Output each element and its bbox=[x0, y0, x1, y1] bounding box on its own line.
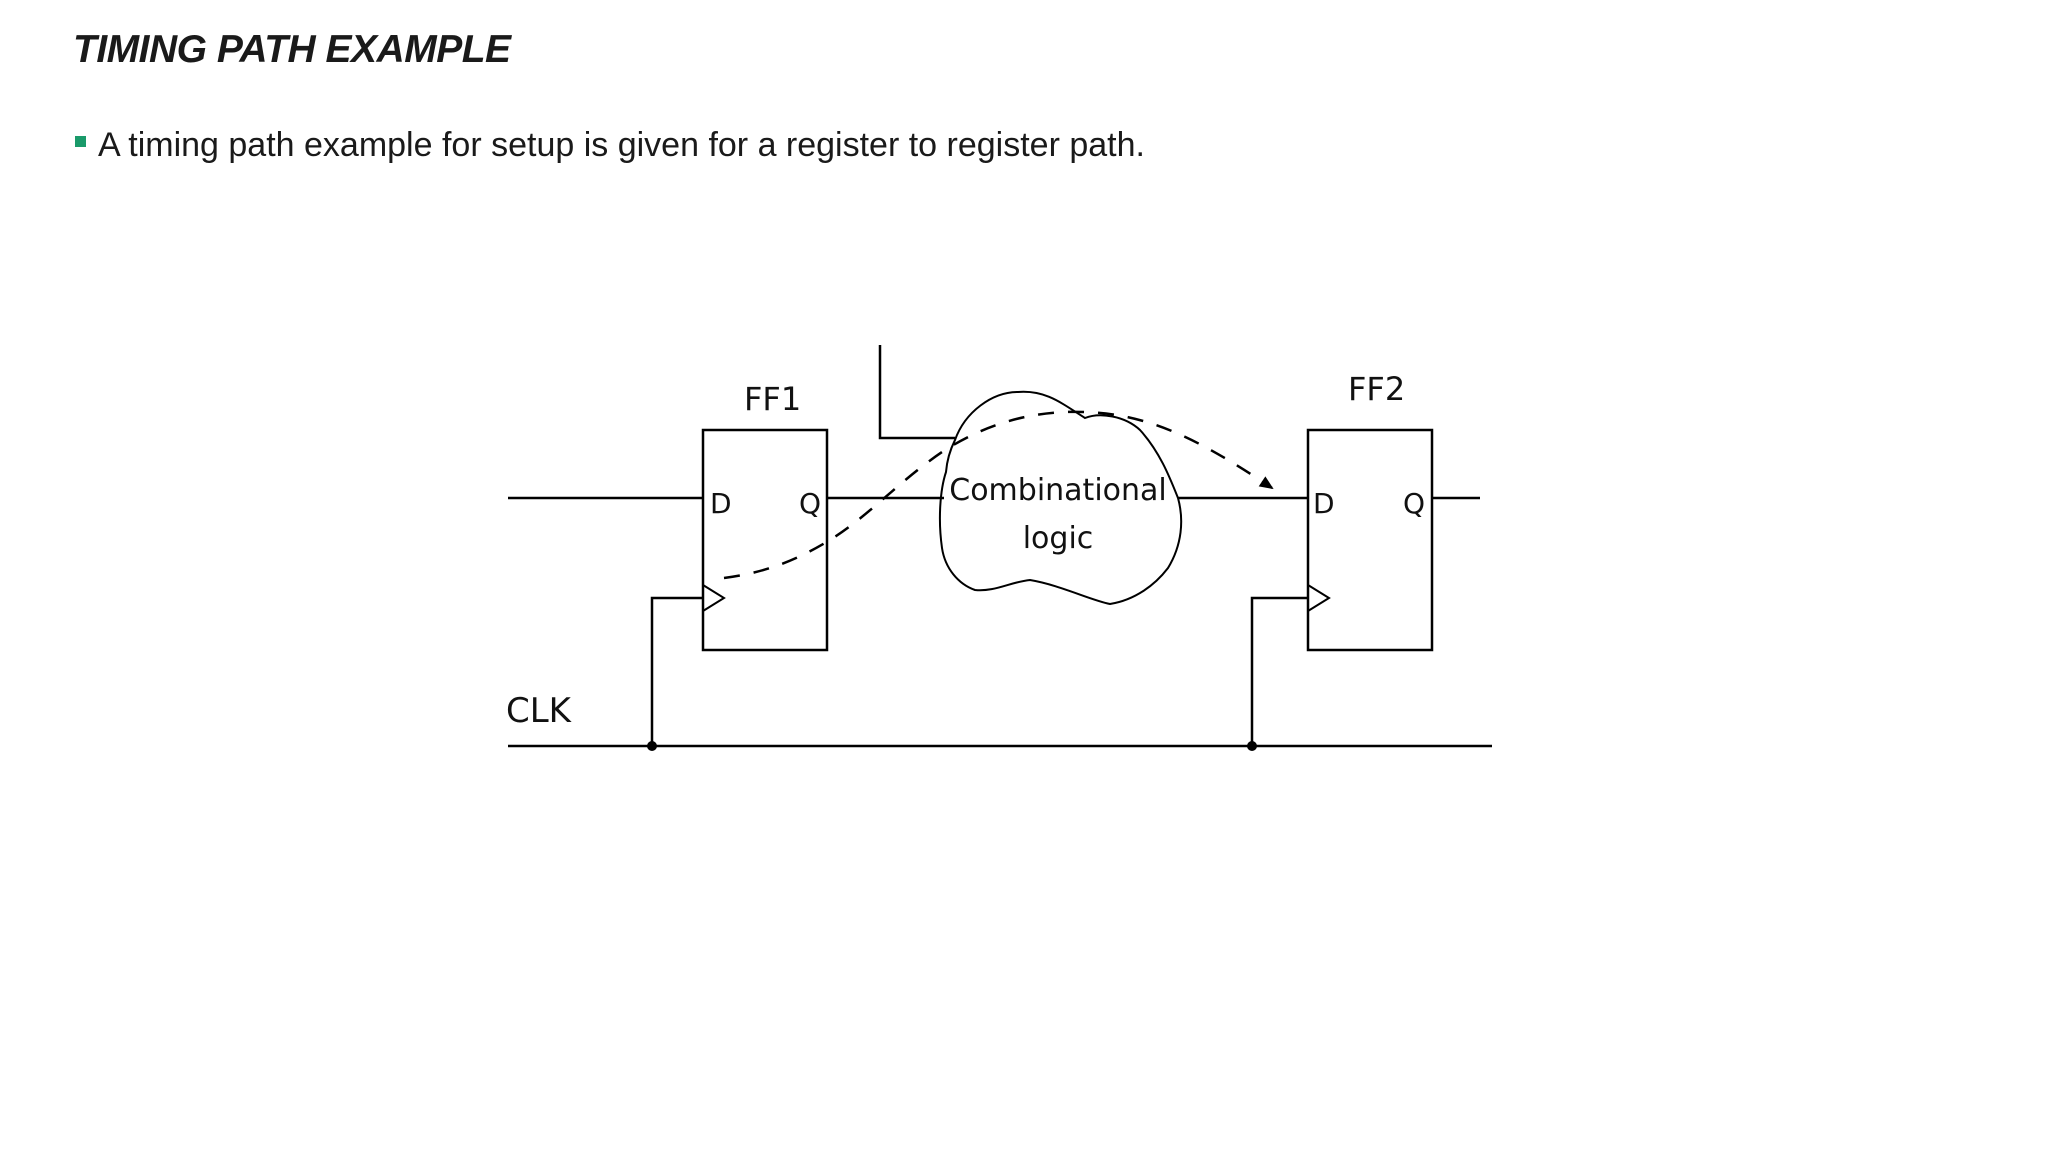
logic-label-line2: logic bbox=[1023, 521, 1094, 556]
ff2-box bbox=[1306, 428, 1434, 652]
timing-path-dashed-arrow bbox=[723, 410, 1274, 580]
clock-label: CLK bbox=[506, 691, 573, 731]
bullet-text: A timing path example for setup is given… bbox=[98, 126, 1145, 164]
ff1-box bbox=[701, 428, 829, 652]
ff1-clock-branch bbox=[650, 596, 703, 746]
ff2-d-pin: D bbox=[1313, 487, 1335, 520]
combinational-logic-cloud bbox=[938, 390, 1183, 606]
ff2-clock-branch bbox=[1250, 596, 1308, 746]
slide-title: TIMING PATH EXAMPLE bbox=[73, 28, 511, 71]
ff1-label: FF1 bbox=[744, 380, 801, 418]
bullet-square-icon bbox=[75, 136, 86, 147]
ff2-label: FF2 bbox=[1348, 370, 1405, 408]
side-input-wire bbox=[878, 345, 955, 440]
ff1-clock-triangle bbox=[702, 584, 726, 612]
ff2-q-pin: Q bbox=[1403, 487, 1425, 520]
ff1-q-pin: Q bbox=[799, 487, 821, 520]
bullet-item: A timing path example for setup is given… bbox=[75, 126, 1145, 165]
ff2-clock-junction bbox=[1247, 741, 1257, 751]
ff2-clock-triangle bbox=[1307, 584, 1331, 612]
logic-label-line1: Combinational bbox=[949, 473, 1167, 508]
ff1-d-pin: D bbox=[710, 487, 732, 520]
ff1-clock-junction bbox=[647, 741, 657, 751]
